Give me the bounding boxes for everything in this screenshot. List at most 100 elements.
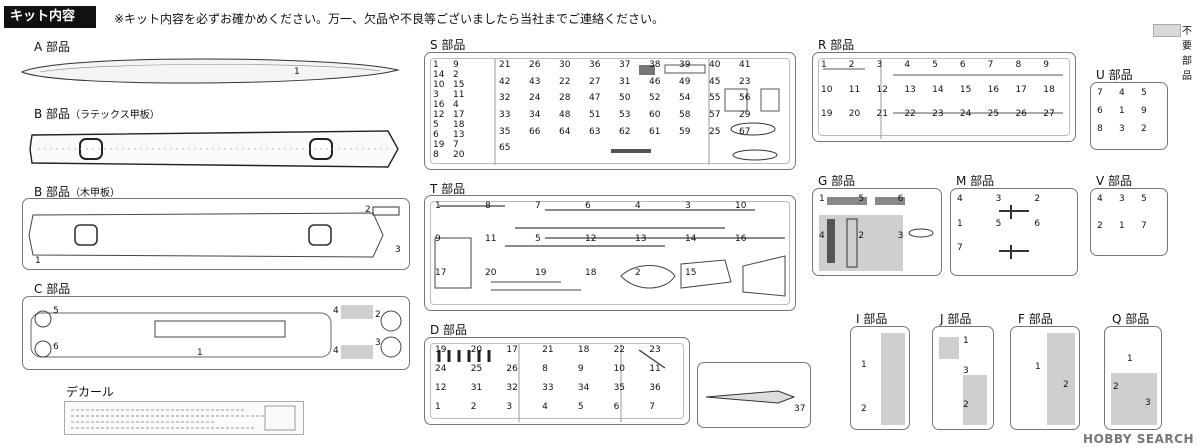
part-number: 32 bbox=[499, 93, 511, 104]
part-number: 26 bbox=[506, 364, 518, 374]
group-b2-sub: （木甲板） bbox=[70, 188, 121, 199]
part-number: 67 bbox=[739, 126, 751, 137]
sprue-i: 1 2 bbox=[850, 326, 910, 430]
part-number: 10 bbox=[613, 364, 626, 374]
part-number: 34 bbox=[577, 383, 590, 393]
part-number: 6 bbox=[613, 402, 620, 412]
group-g-label: G 部品 bbox=[818, 174, 856, 188]
sprue-q: 1 2 3 bbox=[1104, 326, 1162, 430]
part-number: 19 bbox=[535, 267, 547, 278]
unused-legend-label: 不要部品 bbox=[1182, 26, 1192, 82]
group-b1-label: B 部品（ラテックス甲板） bbox=[34, 105, 160, 122]
part-number: 8 bbox=[485, 201, 491, 211]
part-number: 3 bbox=[876, 60, 883, 70]
part-number: 12 bbox=[585, 234, 597, 245]
part-number: 1 bbox=[821, 60, 827, 70]
part-number: 30 bbox=[559, 60, 571, 70]
part-number: 10 bbox=[433, 80, 445, 90]
part-number: 4 bbox=[957, 194, 963, 204]
part-number: 35 bbox=[613, 383, 626, 393]
part-number: 3 bbox=[897, 231, 904, 241]
group-j-label: J 部品 bbox=[940, 312, 972, 326]
check-note: ※キット内容を必ずお確かめください。万一、欠品や不良等ございましたら当社までご連… bbox=[114, 12, 665, 26]
part-number: 5 bbox=[858, 194, 865, 204]
part-number: 1 bbox=[861, 360, 867, 370]
group-b2-title: B 部品 bbox=[34, 185, 71, 199]
part-number: 2 bbox=[453, 70, 459, 80]
part-number: 22 bbox=[559, 76, 571, 87]
part-number: 22 bbox=[904, 109, 916, 120]
part-number: 19 bbox=[821, 109, 833, 120]
part-number: 8 bbox=[1015, 60, 1022, 70]
part-number: 5 bbox=[1141, 194, 1147, 204]
part-number: 2 bbox=[963, 400, 969, 410]
hull-part-a: 1 bbox=[20, 52, 400, 92]
part-number: 4 bbox=[1119, 88, 1125, 98]
part-number: 5 bbox=[535, 234, 541, 245]
part-number: 4 bbox=[333, 346, 339, 356]
part-number: 2 bbox=[470, 402, 477, 412]
part-number: 7 bbox=[987, 60, 994, 70]
part-number: 6 bbox=[959, 60, 966, 70]
part-number: 20 bbox=[848, 109, 861, 120]
part-number: 8 bbox=[1097, 124, 1103, 134]
part-number: 20 bbox=[485, 267, 497, 278]
group-b1-title: B 部品 bbox=[34, 107, 71, 121]
part-number: 4 bbox=[819, 231, 825, 241]
sprue-j: 1 3 2 bbox=[932, 326, 994, 430]
part-number: 2 bbox=[1034, 194, 1041, 204]
part-number: 21 bbox=[542, 345, 554, 355]
part-number: 66 bbox=[529, 126, 541, 137]
part-number: 16 bbox=[735, 234, 747, 245]
part-number: 17 bbox=[435, 267, 447, 278]
part-number: 4 bbox=[333, 306, 339, 316]
decal-label: デカール bbox=[66, 385, 115, 399]
part-number: 35 bbox=[499, 126, 511, 137]
part-number: 4 bbox=[904, 60, 911, 70]
part-number: 2 bbox=[848, 60, 855, 70]
part-number: 3 bbox=[506, 402, 513, 412]
sprue-f: 1 2 bbox=[1010, 326, 1080, 430]
part-number: 18 bbox=[1043, 84, 1055, 95]
part-number: 21 bbox=[499, 60, 511, 70]
part-number: 40 bbox=[709, 60, 721, 70]
unused-part bbox=[341, 305, 373, 319]
part-number: 3 bbox=[395, 245, 401, 255]
part-number: 60 bbox=[649, 110, 661, 120]
part-number: 26 bbox=[1015, 109, 1027, 120]
part-number: 6 bbox=[53, 342, 59, 352]
part-number: 3 bbox=[1145, 398, 1151, 408]
part-number: 17 bbox=[453, 110, 465, 120]
group-c-label: C 部品 bbox=[34, 282, 71, 296]
part-number: 33 bbox=[499, 110, 511, 120]
part-number: 7 bbox=[1141, 221, 1147, 231]
unused-part bbox=[1111, 373, 1157, 425]
part-number: 25 bbox=[709, 126, 721, 137]
decal-sheet bbox=[64, 401, 304, 435]
part-number: 12 bbox=[876, 84, 888, 95]
part-number: 56 bbox=[739, 93, 751, 104]
part-number: 45 bbox=[709, 76, 721, 87]
part-number: 61 bbox=[649, 126, 661, 137]
part-number: 14 bbox=[433, 70, 445, 80]
part-number: 5 bbox=[53, 306, 59, 316]
part-number: 1 bbox=[957, 218, 963, 229]
group-b1-sub: （ラテックス甲板） bbox=[70, 110, 160, 121]
part-number: 39 bbox=[679, 60, 691, 70]
part-number: 53 bbox=[619, 110, 631, 120]
part-number: 3 bbox=[963, 366, 969, 376]
group-b2-label: B 部品（木甲板） bbox=[34, 183, 120, 200]
part-number: 20 bbox=[470, 345, 483, 355]
unused-part bbox=[1047, 333, 1075, 425]
part-number: 6 bbox=[1034, 218, 1041, 229]
part-number: 9 bbox=[577, 364, 584, 374]
part-number: 2 bbox=[375, 310, 381, 320]
part-number: 2 bbox=[861, 404, 867, 414]
part-number: 9 bbox=[1141, 106, 1147, 116]
part-number: 4 bbox=[542, 402, 548, 412]
part-number: 5 bbox=[577, 402, 584, 412]
group-q-label: Q 部品 bbox=[1112, 312, 1150, 326]
